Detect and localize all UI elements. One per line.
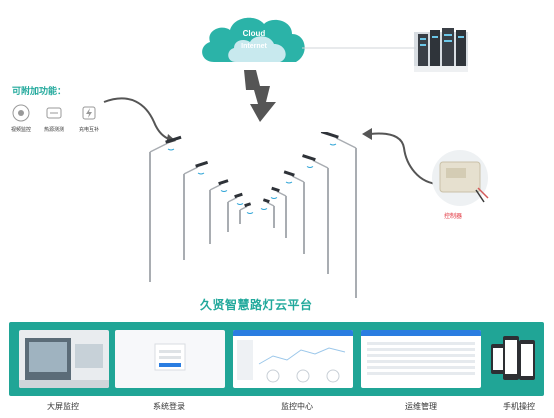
module-label-ops: 运维管理 <box>405 402 437 411</box>
cloud-icon: Cloud Internet <box>202 17 305 62</box>
module-thumb-login[interactable] <box>115 330 225 388</box>
lamp-left-2 <box>218 179 229 186</box>
arm-left-3 <box>227 196 238 203</box>
cloud-line2: Internet <box>241 43 267 50</box>
lamp-right-2 <box>283 170 295 177</box>
arm-right-0 <box>335 137 357 149</box>
module-label-mobile: 手机操控 <box>503 402 535 411</box>
signal-left-1 <box>197 172 205 175</box>
arm-right-4 <box>266 201 275 207</box>
module-panel <box>9 322 544 396</box>
arm-right-1 <box>312 159 329 169</box>
down-arrow-icon <box>244 70 276 122</box>
lamp-left-3 <box>234 192 243 199</box>
camera-icon <box>12 104 30 122</box>
signal-left-0 <box>167 148 175 151</box>
features-title: 可附加功能： <box>12 87 67 97</box>
arm-right-3 <box>276 190 287 197</box>
lamp-right-3 <box>271 186 280 193</box>
feature-label-sensor: 热源测测 <box>43 127 64 133</box>
module-label-monitor: 监控中心 <box>281 402 313 411</box>
streetlight-scene <box>149 132 357 298</box>
arm-left-1 <box>183 166 199 175</box>
lamp-left-0 <box>165 135 182 144</box>
signal-right-1 <box>306 166 314 168</box>
lamp-right-0 <box>320 132 339 139</box>
signal-left-2 <box>220 190 228 192</box>
controller-curve-arrow <box>362 128 441 185</box>
module-thumb-mobile[interactable] <box>489 330 539 388</box>
server-icon <box>414 28 468 72</box>
cloud-line1: Cloud <box>243 29 266 38</box>
lamp-left-1 <box>195 160 209 168</box>
signal-right-3 <box>270 197 278 199</box>
sensor-icon <box>46 107 62 119</box>
arm-left-4 <box>239 205 248 211</box>
controller-label: 控制器 <box>444 213 463 220</box>
arm-right-2 <box>291 175 305 183</box>
arm-left-0 <box>149 142 169 153</box>
lamp-right-1 <box>302 154 316 162</box>
platform-title: 久贤智慧路灯云平台 <box>200 298 313 312</box>
module-thumb-monitor[interactable] <box>233 330 353 388</box>
module-label-bigscreen: 大屏监控 <box>47 402 79 411</box>
module-thumb-bigscreen[interactable] <box>19 330 109 388</box>
module-label-login: 系统登录 <box>153 402 185 411</box>
signal-left-4 <box>246 212 254 214</box>
cloud-server-link <box>302 47 416 49</box>
controller-device-icon <box>432 150 489 206</box>
signal-right-2 <box>285 181 293 184</box>
charging-icon <box>82 106 96 120</box>
signal-right-4 <box>260 208 268 210</box>
signal-left-3 <box>236 203 244 205</box>
feature-label-video: 视频监控 <box>10 127 31 133</box>
feature-label-charging: 充电互补 <box>78 127 99 133</box>
signal-right-0 <box>329 143 337 146</box>
arm-left-2 <box>209 183 222 191</box>
lamp-right-4 <box>262 198 270 204</box>
lamp-left-4 <box>244 202 252 208</box>
module-thumb-ops[interactable] <box>361 330 481 388</box>
